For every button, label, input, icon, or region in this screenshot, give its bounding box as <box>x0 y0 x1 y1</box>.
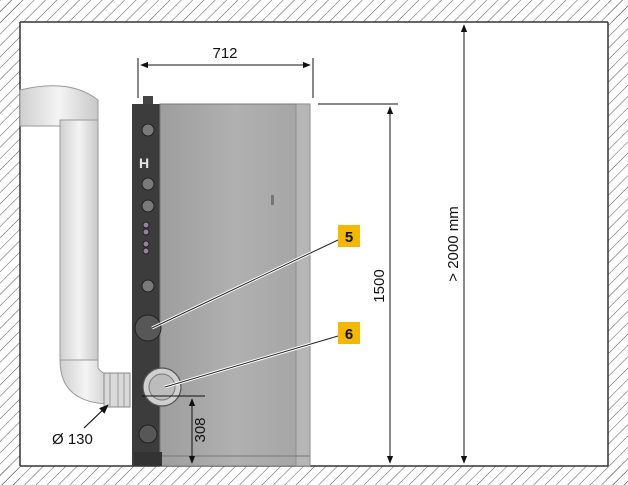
room-height-dimension: > 2000 mm <box>445 24 468 464</box>
callout-6-number: 6 <box>345 326 353 343</box>
flue-diameter-callout: Ø 130 <box>52 404 109 448</box>
callout-5-number: 5 <box>345 229 353 246</box>
width-dimension-label: 712 <box>212 45 237 62</box>
boiler-unit: H <box>132 96 311 467</box>
flue-diameter-label: Ø 130 <box>52 431 93 448</box>
room-height-dimension-label: > 2000 mm <box>445 206 462 281</box>
callout-5-badge <box>338 225 360 247</box>
flue-pipe <box>19 85 131 408</box>
outlet-height-dimension-label: 308 <box>192 417 209 442</box>
callout-5: 5 <box>151 225 360 330</box>
callout-6-badge <box>338 322 360 344</box>
height-dimension: 1500 <box>318 103 398 464</box>
outlet-height-dimension: 308 <box>142 395 209 464</box>
width-dimension: 712 <box>137 45 314 98</box>
height-dimension-label: 1500 <box>371 269 388 302</box>
svg-text:H: H <box>139 155 149 171</box>
callout-6: 6 <box>164 322 360 389</box>
